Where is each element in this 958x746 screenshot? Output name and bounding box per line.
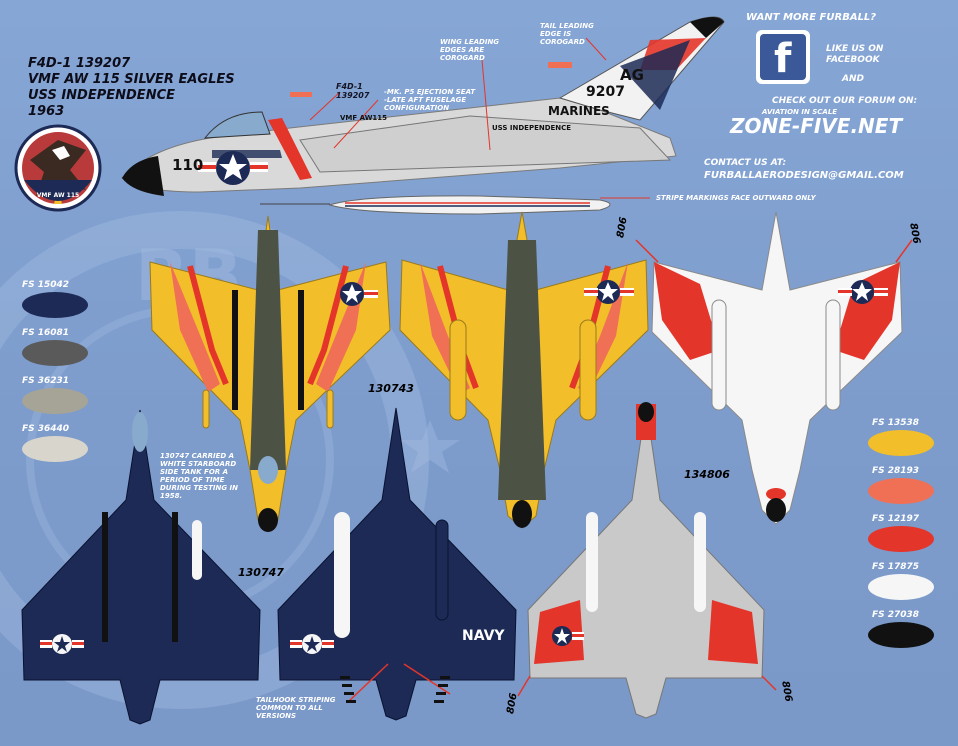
swatch-fs-12197 bbox=[868, 526, 934, 552]
want-more-text: WANT MORE FURBALL? bbox=[746, 12, 877, 23]
ship-name-text: USS INDEPENDENCE bbox=[492, 124, 572, 132]
swatch-label: FS 12197 bbox=[872, 514, 920, 524]
swatch-fs-36440 bbox=[22, 436, 88, 462]
title-line-1: F4D-1 139207 bbox=[28, 56, 131, 71]
serial-134806: 134806 bbox=[684, 468, 730, 481]
swatch-label: FS 17875 bbox=[872, 562, 920, 572]
like-us-line-1: LIKE US ON bbox=[826, 44, 884, 54]
blue-planform-top bbox=[21, 409, 261, 725]
squadron-fuselage-text: VMF AW115 bbox=[340, 114, 388, 122]
modex-number: 110 bbox=[172, 156, 204, 174]
white-planform bbox=[635, 211, 913, 525]
yellow-olive-planform bbox=[399, 211, 649, 529]
facebook-icon[interactable]: f bbox=[756, 30, 810, 84]
serial-130747: 130747 bbox=[238, 566, 284, 579]
swatch-label: FS 15042 bbox=[22, 280, 70, 290]
ejection-seat-callout: -MK. P5 EJECTION SEAT -LATE AFT FUSELAGE… bbox=[384, 88, 476, 112]
swatch-fs-16081 bbox=[22, 340, 88, 366]
title-line-4: 1963 bbox=[28, 104, 65, 119]
swatch-fs-13538 bbox=[868, 430, 934, 456]
email-link[interactable]: FURBALLAERODESIGN@GMAIL.COM bbox=[704, 170, 904, 181]
swatch-fs-27038 bbox=[868, 622, 934, 648]
blue-planform-bottom bbox=[277, 407, 517, 721]
contact-text: CONTACT US AT: bbox=[704, 158, 787, 168]
swatch-fs-28193 bbox=[868, 478, 934, 504]
swatch-fs-17875 bbox=[868, 574, 934, 600]
zone-five-link[interactable]: ZONE-FIVE.NET bbox=[730, 114, 903, 138]
swatch-label: FS 28193 bbox=[872, 466, 920, 476]
side-tank-callout: 130747 CARRIED A WHITE STARBOARD SIDE TA… bbox=[160, 452, 239, 500]
tail-number: 9207 bbox=[586, 84, 625, 100]
forum-text: CHECK OUT OUR FORUM ON: bbox=[772, 96, 918, 106]
and-text: AND bbox=[842, 74, 864, 84]
like-us-line-2: FACEBOOK bbox=[826, 55, 880, 65]
aviation-in-scale-text: AVIATION IN SCALE bbox=[762, 108, 838, 116]
swatch-fs-15042 bbox=[22, 292, 88, 318]
stripe-markings-callout: STRIPE MARKINGS FACE OUTWARD ONLY bbox=[656, 194, 816, 202]
title-line-3: USS INDEPENDENCE bbox=[28, 88, 175, 103]
navy-text: NAVY bbox=[462, 628, 505, 644]
swatch-label: FS 16081 bbox=[22, 328, 70, 338]
swatch-label: FS 13538 bbox=[872, 418, 920, 428]
swatch-label: FS 36231 bbox=[22, 376, 70, 386]
wing-leading-edge-callout: WING LEADING EDGES ARE COROGARD bbox=[440, 38, 500, 62]
tail-leading-edge-callout: TAIL LEADING EDGE IS COROGARD bbox=[540, 22, 594, 46]
swatch-fs-36231 bbox=[22, 388, 88, 414]
yellow-planform bbox=[149, 215, 391, 532]
swatch-label: FS 36440 bbox=[22, 424, 70, 434]
swatch-label: FS 27038 bbox=[872, 610, 920, 620]
tailhook-callout: TAILHOOK STRIPING COMMON TO ALL VERSIONS bbox=[256, 696, 336, 720]
patch-label: VMF AW 115 bbox=[36, 192, 80, 199]
small-serial-callout: F4D-1 139207 bbox=[336, 82, 370, 100]
title-line-2: VMF AW 115 SILVER EAGLES bbox=[28, 72, 235, 87]
tail-code: AG bbox=[620, 66, 644, 84]
marines-text: MARINES bbox=[548, 104, 610, 118]
serial-130743: 130743 bbox=[368, 382, 414, 395]
gray-planform bbox=[517, 402, 777, 719]
